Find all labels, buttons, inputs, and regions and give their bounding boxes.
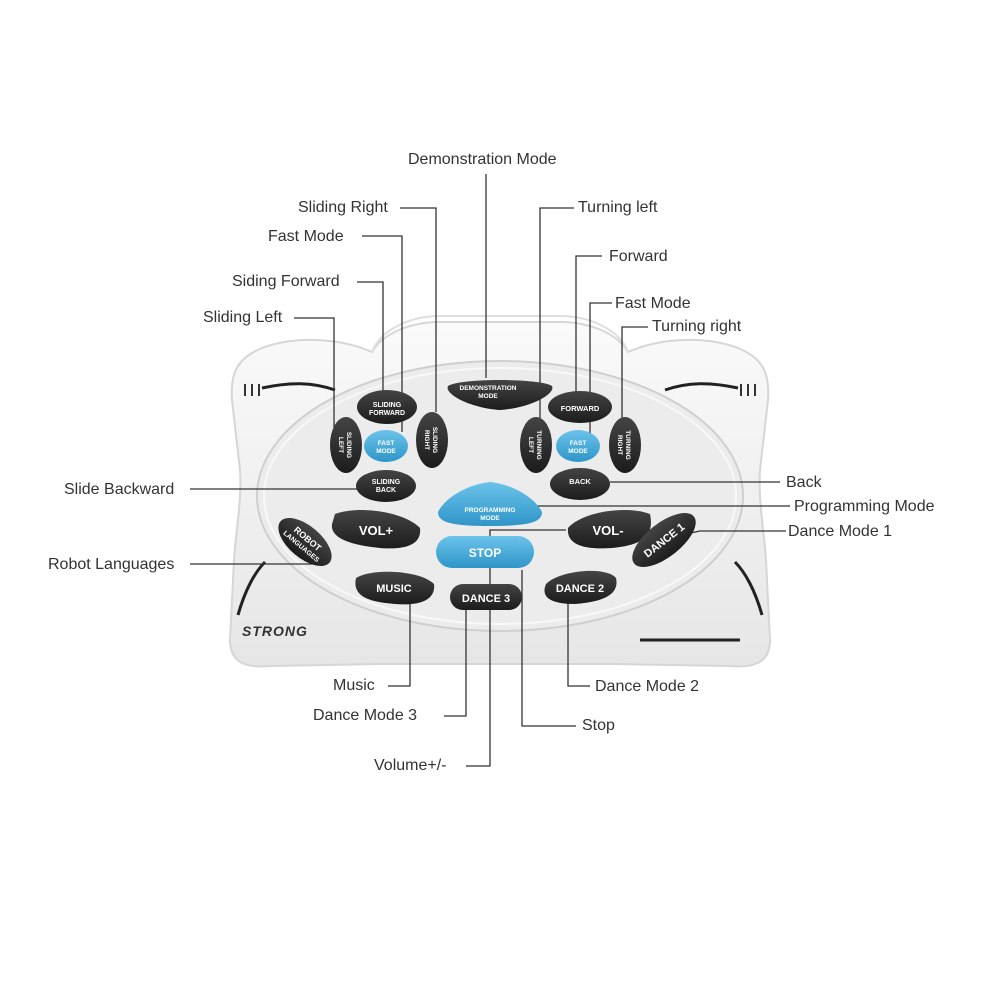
label-music: Music xyxy=(333,677,375,694)
svg-text:SLIDING: SLIDING xyxy=(431,427,438,453)
dance3-button[interactable]: DANCE 3 xyxy=(450,584,522,610)
label-volume: Volume+/- xyxy=(374,757,447,774)
svg-text:TURNING: TURNING xyxy=(535,430,542,460)
svg-text:RIGHT: RIGHT xyxy=(616,435,623,455)
left-cluster: SLIDING FORWARD FAST MODE SLIDING LEFT S… xyxy=(330,390,448,502)
label-dance-mode-3: Dance Mode 3 xyxy=(313,707,418,724)
turning-left-button[interactable]: TURNING LEFT xyxy=(520,417,552,473)
forward-button[interactable]: FORWARD xyxy=(548,391,612,423)
label-programming-mode: Programming Mode xyxy=(794,498,935,515)
svg-text:VOL-: VOL- xyxy=(592,523,623,538)
label-fast-mode-right: Fast Mode xyxy=(615,295,691,312)
label-turning-right: Turning right xyxy=(652,318,742,335)
label-fast-mode-left: Fast Mode xyxy=(268,228,344,245)
vol-plus-button[interactable]: VOL+ xyxy=(331,510,421,549)
svg-text:FAST: FAST xyxy=(570,440,587,447)
sliding-right-button[interactable]: SLIDING RIGHT xyxy=(416,412,448,468)
fast-mode-left-button[interactable]: FAST MODE xyxy=(364,430,408,462)
label-turning-left: Turning left xyxy=(578,199,658,216)
svg-text:FAST: FAST xyxy=(378,440,395,447)
svg-text:MODE: MODE xyxy=(478,393,498,400)
svg-text:TURNING: TURNING xyxy=(624,430,631,460)
svg-text:DANCE 2: DANCE 2 xyxy=(556,583,604,595)
svg-text:SLIDING: SLIDING xyxy=(345,432,352,458)
sliding-left-button[interactable]: SLIDING LEFT xyxy=(330,417,362,473)
svg-text:VOL+: VOL+ xyxy=(359,523,394,538)
svg-text:LEFT: LEFT xyxy=(337,437,344,453)
label-dance-mode-1: Dance Mode 1 xyxy=(788,523,893,540)
svg-text:FORWARD: FORWARD xyxy=(369,410,405,417)
label-back: Back xyxy=(786,474,822,491)
label-dance-mode-2: Dance Mode 2 xyxy=(595,678,700,695)
back-button[interactable]: BACK xyxy=(550,468,610,500)
demonstration-mode-button[interactable]: DEMONSTRATION MODE xyxy=(447,380,553,410)
programming-mode-button[interactable]: PROGRAMMING MODE xyxy=(438,482,542,526)
svg-text:BACK: BACK xyxy=(569,477,591,486)
label-demonstration-mode: Demonstration Mode xyxy=(408,151,557,168)
svg-text:MODE: MODE xyxy=(568,448,588,455)
svg-text:FORWARD: FORWARD xyxy=(561,404,600,413)
svg-text:BACK: BACK xyxy=(376,487,396,494)
vol-minus-button[interactable]: VOL- xyxy=(567,510,651,549)
svg-text:DANCE 3: DANCE 3 xyxy=(462,593,510,605)
label-slide-backward: Slide Backward xyxy=(64,481,175,498)
label-robot-languages: Robot Languages xyxy=(48,556,175,573)
label-sliding-left: Sliding Left xyxy=(203,309,283,326)
fast-mode-right-button[interactable]: FAST MODE xyxy=(556,430,600,462)
svg-text:RIGHT: RIGHT xyxy=(423,430,430,450)
brand-logo: STRONG xyxy=(242,623,308,639)
label-siding-forward: Siding Forward xyxy=(232,273,340,290)
svg-text:PROGRAMMING: PROGRAMMING xyxy=(465,507,516,514)
dance2-button[interactable]: DANCE 2 xyxy=(544,570,617,604)
svg-text:MODE: MODE xyxy=(480,515,500,522)
sliding-back-button[interactable]: SLIDING BACK xyxy=(356,470,416,502)
svg-text:MUSIC: MUSIC xyxy=(376,583,412,595)
svg-text:DEMONSTRATION: DEMONSTRATION xyxy=(460,385,517,392)
label-forward: Forward xyxy=(609,248,668,265)
stop-button[interactable]: STOP xyxy=(436,536,534,568)
label-stop: Stop xyxy=(582,717,615,734)
label-sliding-right: Sliding Right xyxy=(298,199,388,216)
svg-text:STOP: STOP xyxy=(469,546,501,560)
music-button[interactable]: MUSIC xyxy=(355,571,435,605)
svg-text:MODE: MODE xyxy=(376,448,396,455)
svg-text:SLIDING: SLIDING xyxy=(372,479,401,486)
svg-text:LEFT: LEFT xyxy=(527,437,534,453)
right-cluster: FORWARD FAST MODE TURNING LEFT TURNING R… xyxy=(520,391,641,500)
turning-right-button[interactable]: TURNING RIGHT xyxy=(609,417,641,473)
sliding-forward-button[interactable]: SLIDING FORWARD xyxy=(357,390,417,424)
svg-text:SLIDING: SLIDING xyxy=(373,402,402,409)
leader-lines xyxy=(190,174,790,767)
